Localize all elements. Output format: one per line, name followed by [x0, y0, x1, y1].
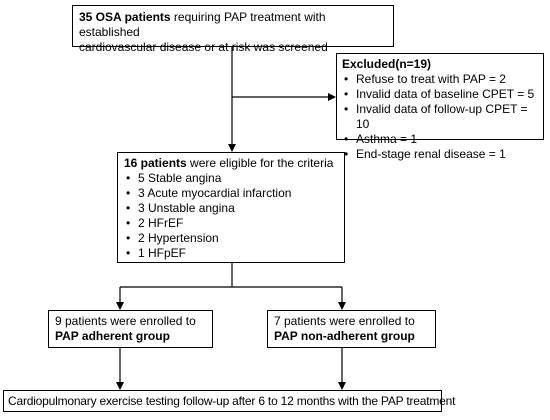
non-adherent-line1: 7 patients were enrolled to [274, 314, 415, 328]
excluded-box: Excluded(n=19) Refuse to treat with PAP … [336, 53, 544, 162]
eligible-list: 5 Stable angina 3 Acute myocardial infar… [124, 171, 338, 261]
screening-line2: cardiovascular disease or at risk was sc… [79, 40, 328, 54]
eligible-item: 2 Hypertension [124, 231, 338, 246]
excluded-list: Refuse to treat with PAP = 2 Invalid dat… [342, 72, 538, 162]
eligible-count: 16 patients [124, 156, 187, 170]
excluded-item: Invalid data of follow-up CPET = 10 [342, 102, 538, 132]
eligible-item: 3 Unstable angina [124, 201, 338, 216]
screening-count: 35 OSA patients [79, 10, 171, 24]
non-adherent-group-box: 7 patients were enrolled to PAP non-adhe… [267, 310, 436, 348]
adherent-line1: 9 patients were enrolled to [55, 314, 196, 328]
followup-box: Cardiopulmonary exercise testing follow-… [3, 390, 455, 412]
excluded-item: Refuse to treat with PAP = 2 [342, 72, 538, 87]
eligible-box: 16 patients were eligible for the criter… [117, 152, 345, 263]
screening-box: 35 OSA patients requiring PAP treatment … [72, 5, 394, 54]
eligible-heading: 16 patients were eligible for the criter… [124, 156, 338, 171]
excluded-title: Excluded(n=19) [342, 57, 432, 71]
eligible-item: 1 HFpEF [124, 246, 338, 261]
adherent-group-name: PAP adherent group [55, 329, 170, 343]
adherent-group-box: 9 patients were enrolled to PAP adherent… [48, 310, 213, 348]
excluded-item: Invalid data of baseline CPET = 5 [342, 87, 538, 102]
followup-text: Cardiopulmonary exercise testing follow-… [8, 394, 456, 408]
excluded-item: End-stage renal disease = 1 [342, 147, 538, 162]
excluded-item: Asthma = 1 [342, 132, 538, 147]
screening-line1-rest: requiring PAP treatment with established [79, 10, 326, 39]
eligible-item: 3 Acute myocardial infarction [124, 186, 338, 201]
screening-line1: 35 OSA patients requiring PAP treatment … [79, 10, 387, 40]
eligible-item: 2 HFrEF [124, 216, 338, 231]
eligible-item: 5 Stable angina [124, 171, 338, 186]
eligible-heading-rest: were eligible for the criteria [186, 156, 334, 170]
non-adherent-group-name: PAP non-adherent group [274, 329, 415, 343]
